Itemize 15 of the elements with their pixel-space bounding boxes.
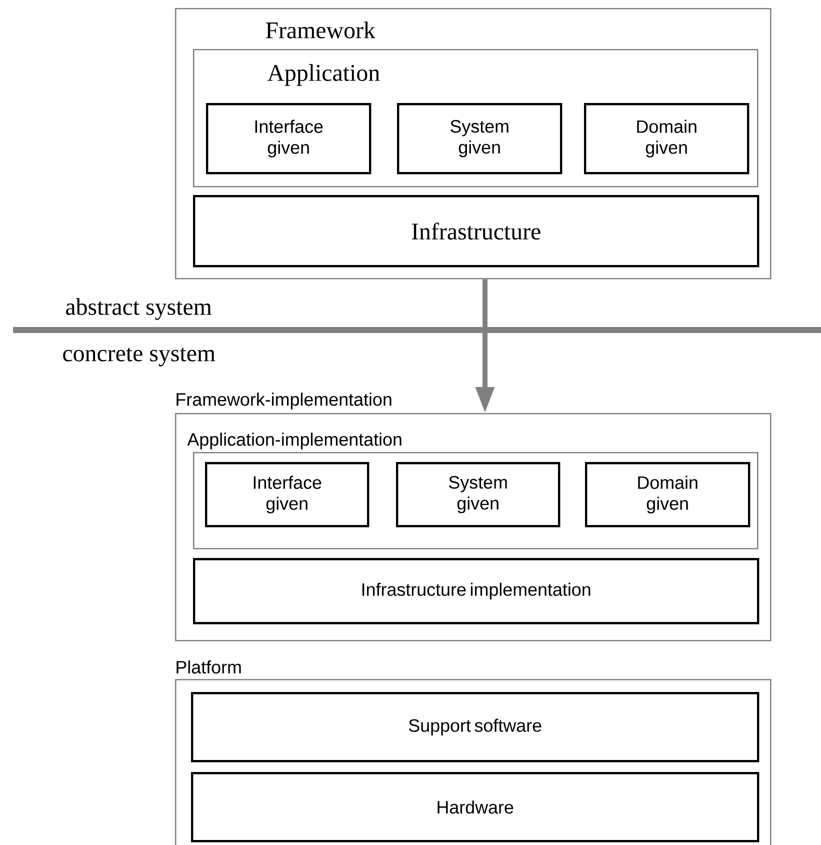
component-box: System given bbox=[397, 103, 562, 174]
component-box: Infrastructure implementation bbox=[193, 558, 760, 624]
region-label: concrete system bbox=[63, 348, 216, 366]
component-box: System given bbox=[396, 462, 560, 528]
component-box: Domain given bbox=[585, 462, 750, 528]
component-box: Hardware bbox=[191, 772, 760, 842]
component-box: Interface given bbox=[205, 462, 370, 528]
component-box: Domain given bbox=[584, 103, 750, 174]
node-label: Framework-implementation bbox=[176, 392, 392, 410]
component-box: Interface given bbox=[206, 103, 372, 174]
node-label: Platform bbox=[176, 660, 241, 674]
node-label: Application-implementation bbox=[187, 432, 402, 450]
component-box: Infrastructure bbox=[193, 195, 760, 268]
region-label: abstract system bbox=[66, 298, 212, 320]
component-box: Support software bbox=[191, 692, 760, 762]
